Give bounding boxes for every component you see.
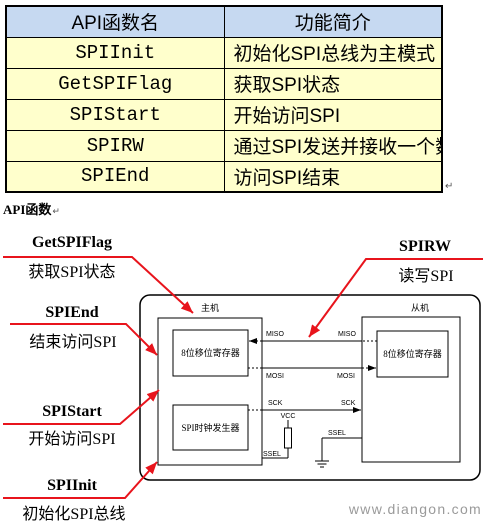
master-box bbox=[157, 317, 263, 466]
site-watermark: www.diangon.com bbox=[348, 501, 482, 517]
paragraph-mark: ↵ bbox=[52, 207, 60, 217]
callout-name: SPIStart bbox=[42, 403, 102, 420]
slave-ssel-ground: SSEL bbox=[315, 430, 362, 468]
callout-spi-init: SPIInit 初始化SPI总线 bbox=[3, 461, 158, 523]
mosi-label-slave: MOSI bbox=[337, 373, 355, 380]
miso-label-master: MISO bbox=[266, 331, 284, 338]
callout-spi-end: SPIEnd 结束访问SPI bbox=[10, 304, 158, 356]
callout-name: SPIRW bbox=[399, 238, 451, 255]
table-row: SPIStart 开始访问SPI bbox=[5, 98, 443, 131]
slave-shift-register-box bbox=[376, 330, 449, 378]
callout-desc: 初始化SPI总线 bbox=[22, 505, 125, 523]
callout-spi-start: SPIStart 开始访问SPI bbox=[3, 389, 160, 448]
sck-signal: SCK SCK bbox=[248, 400, 361, 413]
system-frame bbox=[139, 294, 481, 481]
master-ssel-pullup: VCC SSEL bbox=[262, 413, 296, 459]
callout-desc: 读写SPI bbox=[398, 267, 453, 285]
api-desc-cell: 获取SPI状态 bbox=[223, 67, 443, 100]
callout-arrow-spi-end bbox=[10, 323, 158, 356]
caption-text: API函数 bbox=[3, 202, 52, 217]
table-caption: API函数↵ bbox=[3, 202, 60, 220]
callout-desc: 获取SPI状态 bbox=[28, 263, 115, 281]
callout-get-spi-flag: GetSPIFlag 获取SPI状态 bbox=[3, 234, 194, 314]
pullup-resistor bbox=[284, 427, 292, 449]
callout-spi-rw: SPIRW 读写SPI bbox=[308, 238, 483, 338]
vcc-label: VCC bbox=[281, 413, 296, 420]
api-name-cell: SPIStart bbox=[5, 98, 225, 131]
ssel-label-slave: SSEL bbox=[328, 430, 346, 437]
api-function-table: API函数名 功能简介 SPIInit 初始化SPI总线为主模式 GetSPIF… bbox=[5, 5, 443, 193]
callout-arrow-spi-rw bbox=[308, 258, 483, 338]
callout-arrow-spi-start bbox=[3, 389, 160, 425]
slave-unit: 从机 8位移位寄存器 bbox=[361, 302, 461, 463]
callout-name: GetSPIFlag bbox=[32, 234, 112, 251]
table-header-desc: 功能简介 bbox=[223, 5, 443, 38]
ssel-label-master: SSEL bbox=[263, 451, 281, 458]
slave-box bbox=[361, 316, 461, 463]
master-shift-register-box bbox=[172, 329, 249, 377]
miso-signal: MISO MISO bbox=[249, 331, 377, 344]
api-name-cell: GetSPIFlag bbox=[5, 67, 225, 100]
sck-label-master: SCK bbox=[268, 400, 283, 407]
table-row: SPIEnd 访问SPI结束 bbox=[5, 160, 443, 193]
table-row: GetSPIFlag 获取SPI状态 bbox=[5, 67, 443, 100]
callout-arrow-get-spi-flag bbox=[3, 256, 194, 314]
callout-desc: 结束访问SPI bbox=[29, 333, 116, 351]
sck-label-slave: SCK bbox=[341, 400, 356, 407]
mosi-signal: MOSI MOSI bbox=[248, 365, 376, 380]
master-unit: 主机 8位移位寄存器 SPI时钟发生器 bbox=[157, 302, 263, 466]
api-desc-cell: 通过SPI发送并接收一个数据 bbox=[223, 129, 443, 162]
callout-name: SPIInit bbox=[47, 477, 97, 494]
master-clock-generator-box bbox=[172, 404, 249, 451]
api-desc-cell: 访问SPI结束 bbox=[223, 160, 443, 193]
slave-shift-register-label: 8位移位寄存器 bbox=[383, 348, 442, 359]
table-row: SPIInit 初始化SPI总线为主模式 bbox=[5, 36, 443, 69]
callout-arrow-spi-init bbox=[3, 461, 158, 499]
master-title: 主机 bbox=[201, 302, 219, 313]
paragraph-mark: ↵ bbox=[445, 181, 454, 192]
api-desc-cell: 初始化SPI总线为主模式 bbox=[223, 36, 443, 69]
mosi-label-master: MOSI bbox=[266, 373, 284, 380]
callout-desc: 开始访问SPI bbox=[28, 430, 115, 448]
miso-label-slave: MISO bbox=[338, 331, 356, 338]
master-shift-register-label: 8位移位寄存器 bbox=[181, 347, 240, 358]
slave-title: 从机 bbox=[411, 302, 429, 313]
table-row: SPIRW 通过SPI发送并接收一个数据 bbox=[5, 129, 443, 162]
api-name-cell: SPIRW bbox=[5, 129, 225, 162]
callout-name: SPIEnd bbox=[45, 304, 98, 321]
master-clock-generator-label: SPI时钟发生器 bbox=[181, 422, 239, 433]
